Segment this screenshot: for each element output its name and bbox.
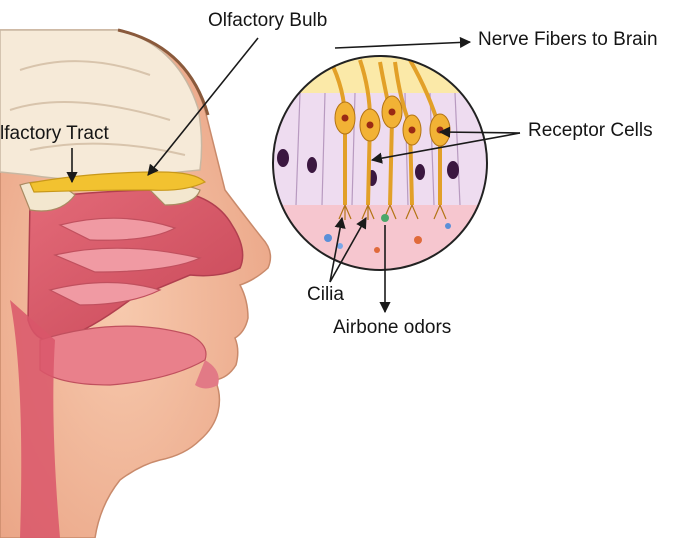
receptor-cells-label: Receptor Cells: [528, 121, 653, 140]
cilia-label: Cilia: [307, 285, 344, 304]
magnified-view: [270, 55, 490, 275]
olfactory-tract-label: lfactory Tract: [0, 124, 109, 143]
nerve-fibers-label: Nerve Fibers to Brain: [478, 30, 658, 49]
head-section: [0, 30, 270, 538]
airborne-odors-label: Airbone odors: [333, 318, 451, 337]
olfactory-bulb-label: Olfactory Bulb: [208, 11, 327, 30]
